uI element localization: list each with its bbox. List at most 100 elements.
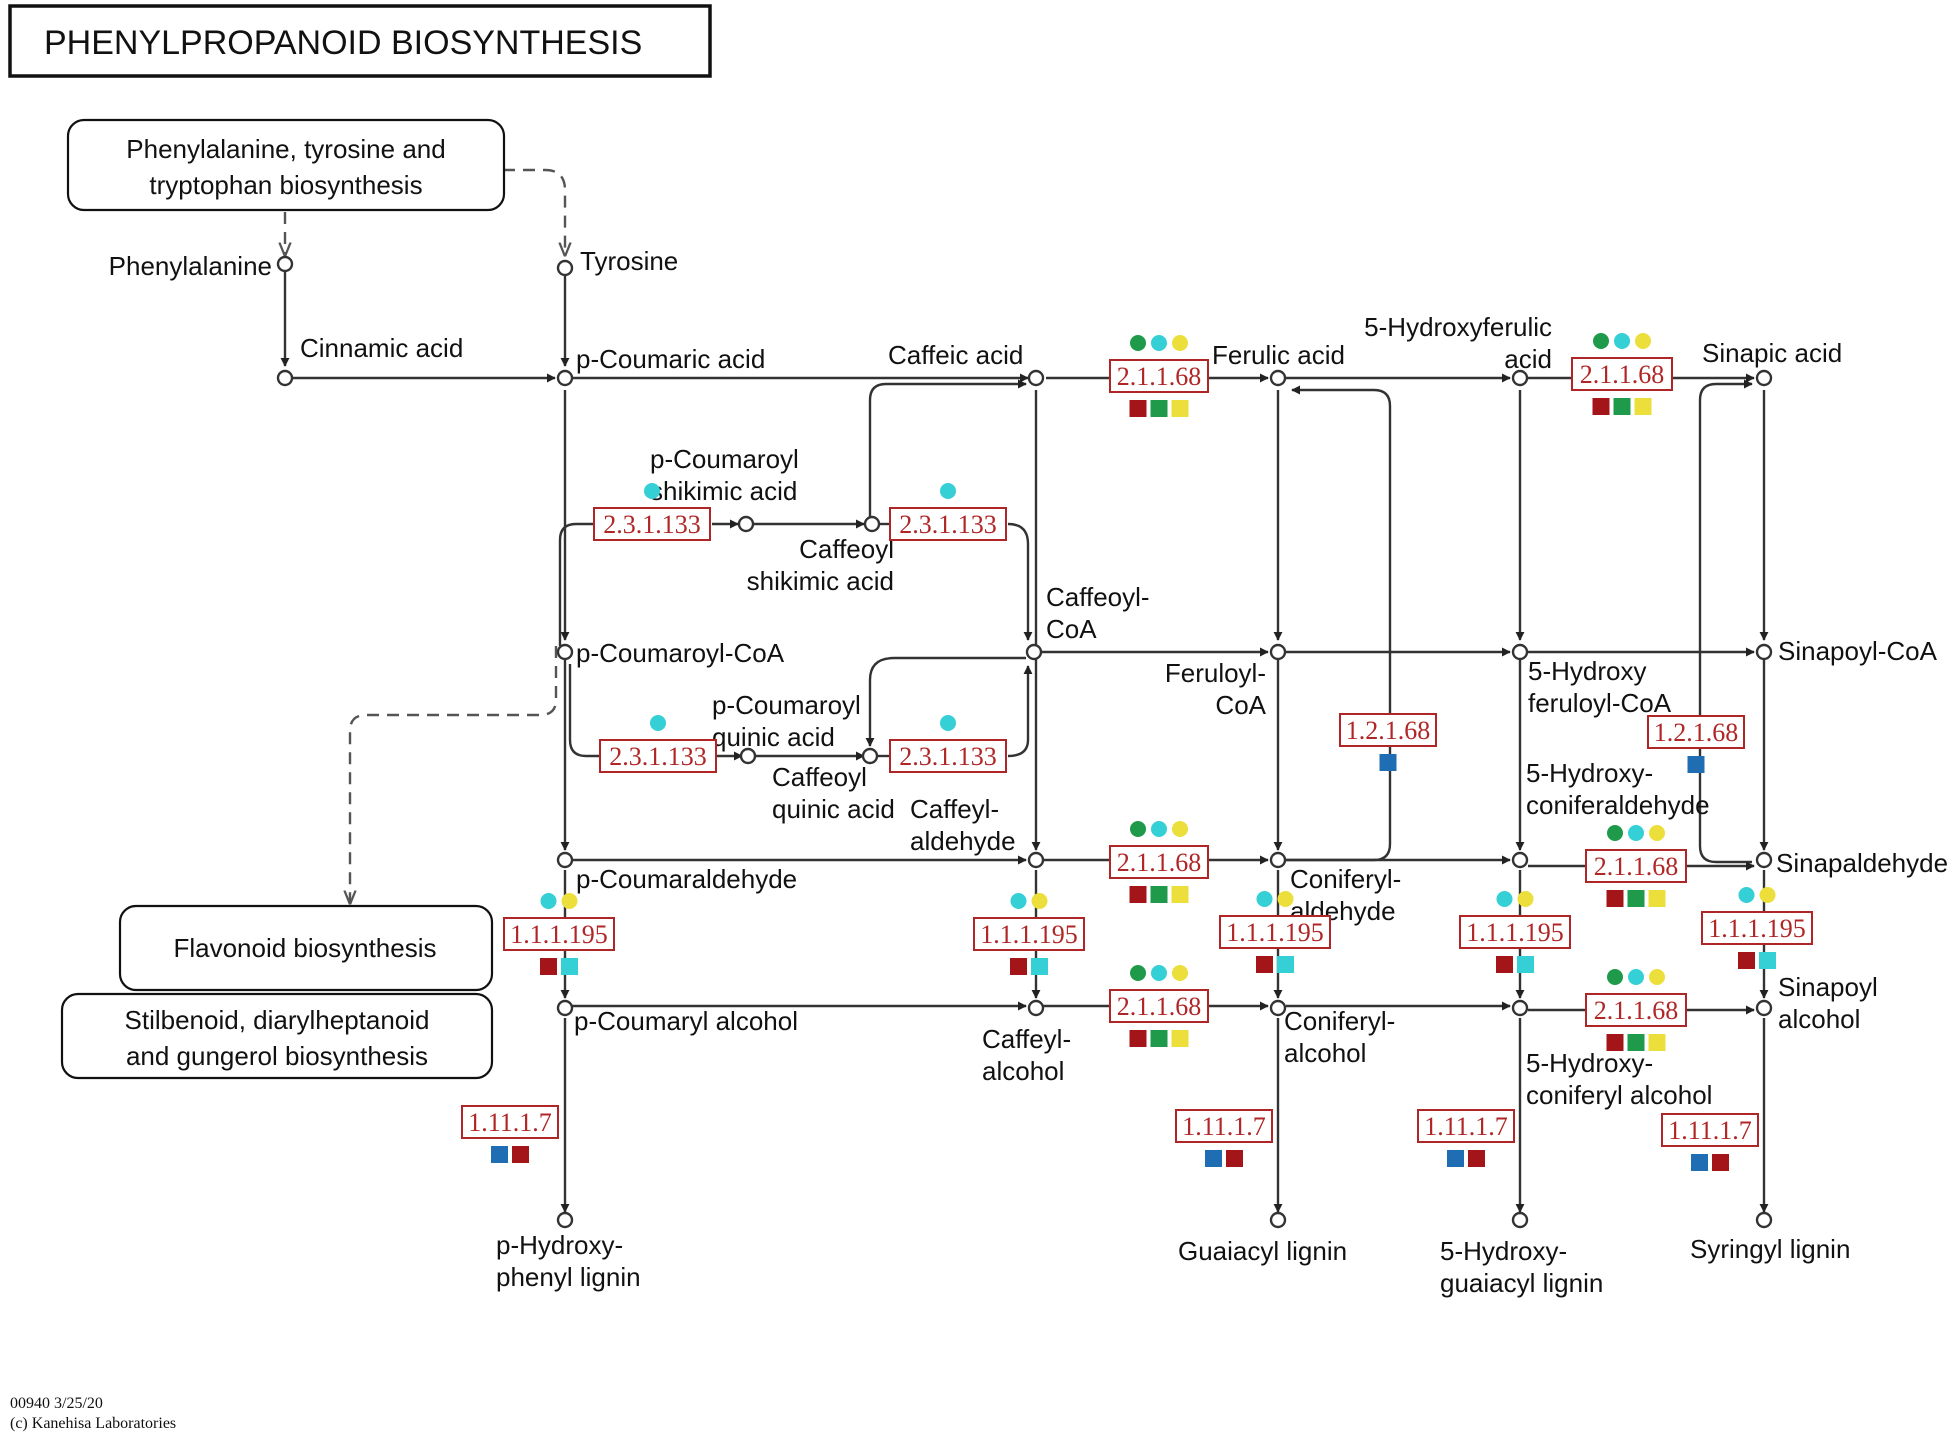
map-label-line: Stilbenoid, diarylheptanoid	[125, 1005, 430, 1035]
enzyme-box	[1417, 1109, 1515, 1143]
expression-square	[1010, 958, 1027, 975]
enzyme-ec-number: 1.1.1.195	[1226, 918, 1324, 947]
map-link-stil[interactable]: Stilbenoid, diarylheptanoid and gungerol …	[60, 992, 494, 1080]
map-box	[118, 904, 494, 992]
enzyme-e17[interactable]: 2.1.1.68	[1585, 969, 1687, 1051]
enzyme-e19[interactable]: 1.11.1.7	[1175, 1109, 1273, 1167]
expression-square	[540, 958, 557, 975]
compound-cfcoa[interactable]: Caffeoyl-CoA	[1046, 582, 1150, 644]
enzyme-e10[interactable]: 2.1.1.68	[1585, 825, 1687, 907]
compound-sin[interactable]: Sinapic acid	[1702, 338, 1842, 368]
enzyme-e9[interactable]: 2.1.1.68	[1109, 821, 1209, 903]
enzyme-e21[interactable]: 1.11.1.7	[1661, 1113, 1759, 1171]
expression-square	[1648, 1034, 1666, 1051]
enzyme-box	[1109, 359, 1209, 393]
enzyme-ec-number: 2.1.1.68	[1594, 852, 1679, 881]
compound-gl[interactable]: Guaiacyl lignin	[1178, 1236, 1347, 1266]
compound-cin[interactable]: Cinnamic acid	[300, 333, 463, 363]
compound-label-line: 5-Hydroxy-	[1440, 1236, 1567, 1266]
compound-conald[interactable]: Coniferyl-aldehyde	[1290, 864, 1401, 926]
map-box	[60, 992, 494, 1080]
enzyme-e12[interactable]: 1.1.1.195	[973, 893, 1085, 975]
map-link-flav[interactable]: Flavonoid biosynthesis	[118, 904, 494, 992]
compound-sl[interactable]: Syringyl lignin	[1690, 1234, 1850, 1264]
compound-sincoa[interactable]: Sinapoyl-CoA	[1778, 636, 1938, 666]
compound-pcalc[interactable]: p-Coumaryl alcohol	[574, 1006, 798, 1036]
compound-label-line: Tyrosine	[580, 246, 678, 276]
compound-pcald[interactable]: p-Coumaraldehyde	[576, 864, 797, 894]
enzyme-e8[interactable]: 1.2.1.68	[1647, 715, 1745, 773]
compound-conalc[interactable]: Coniferyl-alcohol	[1284, 1006, 1395, 1068]
compound-label-line: p-Coumaric acid	[576, 344, 765, 374]
enzyme-e18[interactable]: 1.11.1.7	[461, 1105, 559, 1163]
compound-cfald[interactable]: Caffeyl-aldehyde	[910, 794, 1016, 856]
compound-caf[interactable]: Caffeic acid	[888, 340, 1023, 370]
compound-tyr[interactable]: Tyrosine	[580, 246, 678, 276]
enzyme-e14[interactable]: 1.1.1.195	[1459, 891, 1571, 973]
compound-label-line: Sinapoyl-CoA	[1778, 636, 1938, 666]
compound-sinald[interactable]: Sinapaldehyde	[1776, 848, 1948, 878]
expression-dot	[1031, 893, 1048, 909]
enzyme-e3[interactable]: 2.3.1.133	[593, 483, 711, 541]
expression-dot	[1496, 891, 1513, 907]
enzyme-e13[interactable]: 1.1.1.195	[1219, 891, 1331, 973]
compound-label-line: Coniferyl-	[1290, 864, 1401, 894]
compound-hconalc[interactable]: 5-Hydroxy-coniferyl alcohol	[1526, 1048, 1712, 1110]
enzyme-e2[interactable]: 2.1.1.68	[1571, 333, 1673, 415]
map-label-line: and gungerol biosynthesis	[126, 1041, 428, 1071]
compound-fer[interactable]: Ferulic acid	[1212, 340, 1345, 370]
compound-cfalc[interactable]: Caffeyl-alcohol	[982, 1024, 1071, 1086]
enzyme-e20[interactable]: 1.11.1.7	[1417, 1109, 1515, 1167]
expression-square	[1129, 400, 1147, 417]
compound-pccoa[interactable]: p-Coumaroyl-CoA	[576, 638, 785, 668]
enzyme-e7[interactable]: 1.2.1.68	[1339, 713, 1437, 771]
enzyme-e15[interactable]: 1.1.1.195	[1701, 887, 1813, 969]
compound-label-line: CoA	[1215, 690, 1266, 720]
compound-label-line: p-Hydroxy-	[496, 1230, 623, 1260]
expression-dot	[1614, 333, 1630, 349]
expression-dot	[644, 483, 660, 499]
compound-hgl[interactable]: 5-Hydroxy-guaiacyl lignin	[1440, 1236, 1603, 1298]
enzyme-e16[interactable]: 2.1.1.68	[1109, 965, 1209, 1047]
enzyme-box	[503, 917, 615, 951]
expression-square	[561, 958, 578, 975]
compound-label-line: alcohol	[1284, 1038, 1366, 1068]
expression-square	[1468, 1150, 1485, 1167]
expression-dot	[1172, 335, 1188, 351]
compound-phl[interactable]: p-Hydroxy-phenyl lignin	[496, 1230, 641, 1292]
compound-label-line: Caffeyl-	[910, 794, 999, 824]
enzyme-e4[interactable]: 2.3.1.133	[889, 483, 1007, 541]
expression-square	[1447, 1150, 1464, 1167]
enzyme-e11[interactable]: 1.1.1.195	[503, 893, 615, 975]
compound-hconald[interactable]: 5-Hydroxy-coniferaldehyde	[1526, 758, 1710, 820]
compound-pcoum[interactable]: p-Coumaric acid	[576, 344, 765, 374]
enzyme-ec-number: 2.3.1.133	[899, 742, 997, 771]
expression-square	[1627, 1034, 1645, 1051]
enzyme-e1[interactable]: 2.1.1.68	[1109, 335, 1209, 417]
expression-square	[1205, 1150, 1222, 1167]
compound-fercoa[interactable]: Feruloyl-CoA	[1165, 658, 1267, 720]
expression-square	[1648, 890, 1666, 907]
expression-square	[1171, 400, 1189, 417]
expression-square	[1277, 956, 1294, 973]
expression-square	[1691, 1154, 1708, 1171]
enzyme-box	[593, 507, 711, 541]
enzyme-e6[interactable]: 2.3.1.133	[889, 715, 1007, 773]
map-label-line: Phenylalanine, tyrosine and	[126, 134, 445, 164]
enzyme-e5[interactable]: 2.3.1.133	[599, 715, 717, 773]
expression-square	[1496, 956, 1513, 973]
compound-label-line: guaiacyl lignin	[1440, 1268, 1603, 1298]
compound-nodes	[276, 255, 1773, 1229]
enzyme-ec-number: 2.3.1.133	[899, 510, 997, 539]
compound-phe[interactable]: Phenylalanine	[109, 251, 272, 281]
